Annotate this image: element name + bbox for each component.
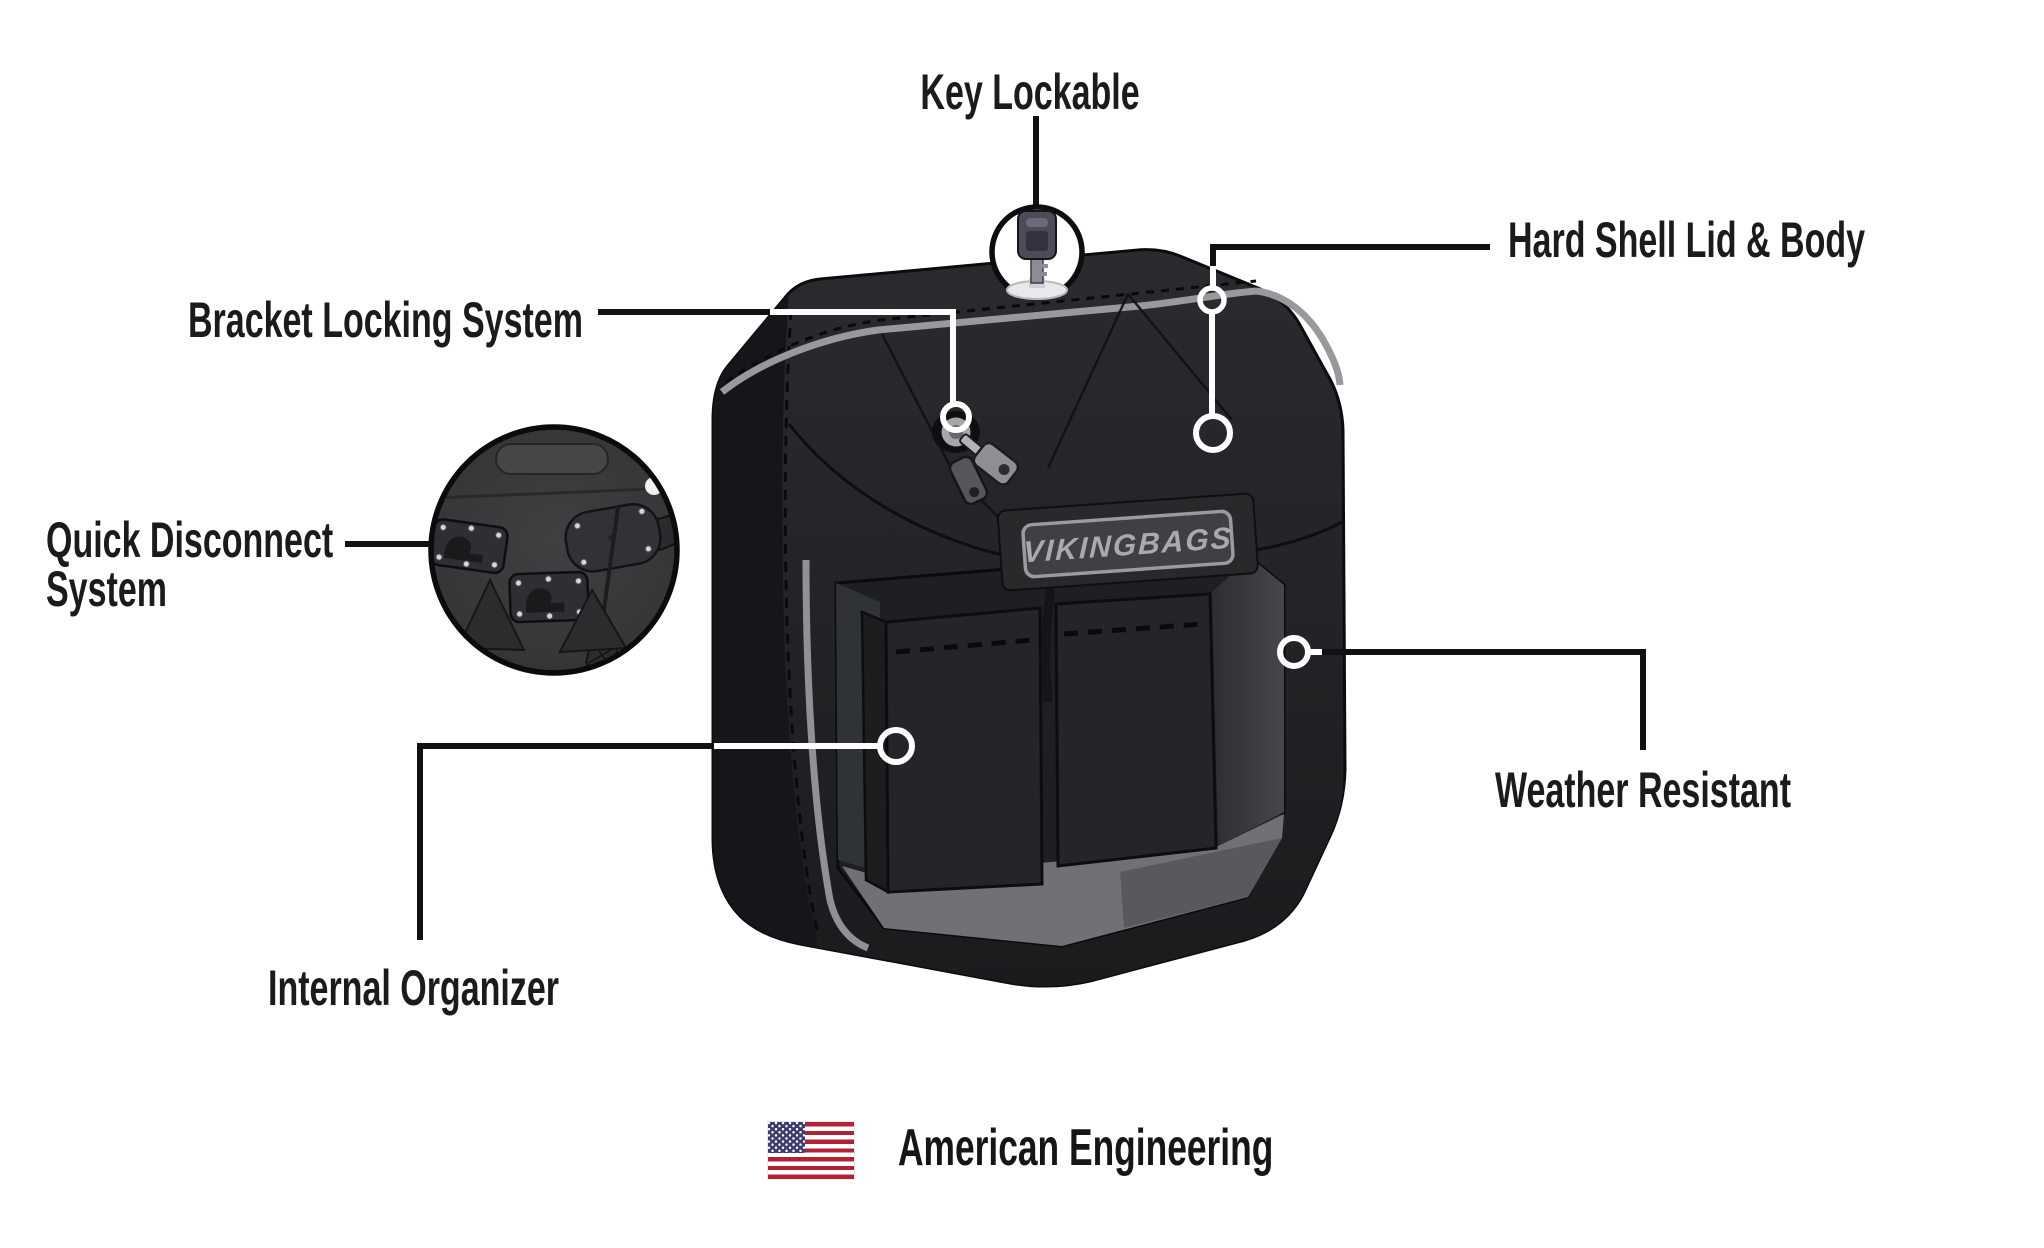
bag-side-panel <box>713 293 818 946</box>
callout-line-bracket-light <box>770 309 956 403</box>
key-lockable-indicator <box>989 116 1085 300</box>
label-weather-resistant-text: Weather Resistant <box>1494 762 1792 818</box>
label-internal-organizer: Internal Organizer <box>268 960 696 1016</box>
callout-line-weather-dark <box>1322 649 1646 750</box>
interior-right-wall <box>1212 557 1284 846</box>
quick-disconnect-inset <box>428 424 680 676</box>
mount-plate-b <box>508 570 590 624</box>
organizer-pouch-right <box>1054 592 1218 868</box>
inset-triangle-left <box>456 577 526 652</box>
callout-line-internal-dark <box>417 743 714 940</box>
label-quick-disconnect-line1: Quick Disconnect <box>46 512 334 568</box>
label-hard-shell-lid-body: Hard Shell Lid & Body <box>1508 212 2033 268</box>
callout-ring-internal <box>877 727 915 765</box>
interior-floor-step <box>1120 838 1282 928</box>
inset-seam <box>431 486 677 500</box>
side-stitch-line <box>783 309 820 936</box>
mount-plate-a <box>431 518 509 575</box>
label-bracket-locking-system-text: Bracket Locking System <box>188 292 583 348</box>
label-key-lockable: Key Lockable <box>869 64 1191 120</box>
callout-ring-body <box>1193 413 1233 453</box>
callout-ring-bracket <box>940 401 972 433</box>
footer-caption-text: American Engineering <box>898 1119 1274 1177</box>
label-hard-shell-lid-body-text: Hard Shell Lid & Body <box>1508 212 1866 268</box>
label-key-lockable-text: Key Lockable <box>920 64 1140 120</box>
label-internal-organizer-text: Internal Organizer <box>268 960 559 1016</box>
label-quick-disconnect-line2: System <box>46 561 167 617</box>
saddlebag-illustration: VIKINGBAGS <box>711 248 1347 988</box>
inset-ring <box>428 424 680 676</box>
footer-caption: American Engineering <box>898 1118 1450 1178</box>
us-flag-canton <box>768 1122 805 1153</box>
dangling-key-front <box>972 441 1020 486</box>
inset-handle-cutout <box>495 443 609 475</box>
key-icon <box>1006 210 1068 300</box>
main-compartment <box>834 555 1286 948</box>
lid-stitch-line <box>725 279 1257 384</box>
inset-triangle-right <box>558 587 628 654</box>
callout-lines <box>345 244 1646 940</box>
brand-badge: VIKINGBAGS <box>996 492 1259 592</box>
callout-line-hardshell-dark <box>1210 244 1490 266</box>
side-piping <box>802 559 870 952</box>
label-quick-disconnect-system: Quick Disconnect System <box>46 512 468 617</box>
callout-ring-lid <box>1197 285 1227 315</box>
us-flag-icon <box>768 1122 854 1179</box>
dangling-key-back <box>948 455 989 506</box>
callout-ring-weather <box>1277 635 1311 669</box>
label-weather-resistant: Weather Resistant <box>1425 762 1860 818</box>
label-bracket-locking-system: Bracket Locking System <box>188 292 769 348</box>
organizer-pouch-left <box>884 606 1044 894</box>
lid-piping <box>719 287 1344 395</box>
